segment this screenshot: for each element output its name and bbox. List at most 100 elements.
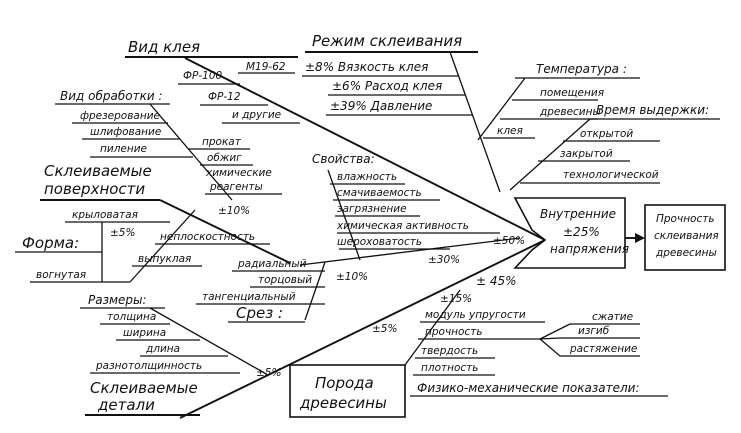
wood-percent: ±5%	[372, 323, 397, 335]
internal-stress-line-1: Внутренние	[540, 207, 616, 221]
temperature-item-2: древесины	[539, 106, 601, 118]
glue-type-item-2: ФР-100	[183, 70, 223, 82]
processing-percent: ±10%	[218, 205, 250, 217]
temperature-stem	[477, 77, 526, 141]
glue-type-item-4: и другие	[232, 109, 281, 121]
gluing-mode-stem	[449, 51, 501, 193]
properties-percent-b: ±30%	[428, 254, 460, 266]
properties-item-5: шероховатость	[337, 236, 422, 248]
processing-group: Вид обработки : фрезерование шлифование …	[55, 89, 282, 217]
shape-item-1: крыловатая	[72, 209, 138, 221]
processing-item-6: химические	[205, 167, 272, 179]
parts-title-2: детали	[97, 396, 155, 414]
surfaces-title-1: Склеиваемые	[44, 162, 152, 180]
holding-time-item-3: технологической	[563, 169, 659, 181]
shape-item-3: вогнутая	[36, 269, 86, 281]
glue-type-item-3: ФР-12	[208, 91, 241, 103]
surfaces-group: Склеиваемые поверхности	[40, 162, 160, 201]
mechanical-item-1: модуль упругости	[425, 309, 526, 321]
cut-item-1: радиальный	[237, 258, 307, 270]
result-line-2: склеивания	[654, 230, 719, 242]
processing-title: Вид обработки :	[60, 89, 163, 103]
lower-spine	[179, 239, 546, 419]
cut-title: Срез :	[236, 304, 283, 322]
dimensions-item-4: разнотолщинность	[95, 360, 202, 372]
wood-group: Порода древесины ±5%	[289, 289, 461, 418]
gluing-mode-item-2: ±6% Расход клея	[332, 79, 442, 93]
result-group: Прочность склеивания древесины	[644, 204, 726, 271]
internal-stress-box	[513, 197, 626, 269]
result-arrow	[625, 233, 645, 243]
cut-item-2: торцовый	[258, 274, 312, 286]
gluing-mode-title: Режим склеивания	[312, 32, 462, 50]
holding-time-item-2: закрытой	[560, 148, 613, 160]
processing-item-5: обжиг	[207, 152, 242, 164]
result-line-1: Прочность	[656, 213, 715, 225]
dimensions-title: Размеры:	[88, 293, 147, 307]
holding-time-title: Время выдержки:	[596, 103, 709, 117]
properties-group: Свойства: влажность смачиваемость загряз…	[312, 152, 525, 266]
wood-stem	[404, 289, 461, 366]
shape-title: Форма:	[22, 234, 79, 252]
processing-stem	[149, 103, 233, 201]
shape-group: крыловатая ±5% Форма: вогнутая неплоскос…	[15, 209, 270, 283]
wood-title-2: древесины	[299, 394, 387, 412]
mechanical-item-4: плотность	[421, 362, 478, 374]
gluing-mode-group: Режим склеивания ±8% Вязкость клея ±6% Р…	[302, 32, 501, 193]
dimensions-group: Размеры: толщина ширина длина разнотолщи…	[80, 293, 281, 379]
cut-item-3: тангенциальный	[202, 291, 296, 303]
properties-item-3: загрязнение	[337, 203, 407, 215]
result-arrow-head	[635, 233, 645, 243]
result-line-3: древесины	[655, 247, 717, 259]
temperature-item-3: клея	[497, 125, 523, 137]
properties-title: Свойства:	[312, 152, 375, 166]
internal-stress-group: Внутренние ±25% напряжения ± 45%	[476, 197, 629, 288]
processing-item-2: шлифование	[90, 126, 161, 138]
mechanical-fan-3	[539, 338, 561, 357]
shape-item-5: выпуклая	[138, 253, 191, 265]
mechanical-group: ±15% модуль упругости прочность твердост…	[410, 293, 668, 397]
processing-item-3: пиление	[100, 143, 147, 155]
cut-group: радиальный торцовый тангенциальный Срез …	[196, 258, 368, 323]
gluing-mode-item-3: ±39% Давление	[330, 99, 432, 113]
mechanical-sub-1: сжатие	[592, 311, 633, 323]
surfaces-line	[159, 199, 291, 264]
properties-item-4: химическая активность	[336, 220, 469, 232]
center-line	[299, 237, 521, 266]
temperature-item-1: помещения	[540, 87, 604, 99]
properties-percent-a: ±50%	[493, 235, 525, 247]
processing-item-7: реагенты	[209, 181, 263, 193]
dimensions-item-2: ширина	[123, 327, 166, 339]
holding-time-item-1: открытой	[580, 128, 633, 140]
dimensions-item-3: длина	[145, 343, 180, 355]
temperature-group: Температура : помещения древесины клея	[477, 62, 640, 141]
mechanical-item-3: твердость	[421, 345, 478, 357]
cut-percent: ±10%	[336, 271, 368, 283]
gluing-mode-item-1: ±8% Вязкость клея	[305, 60, 428, 74]
holding-time-stem	[509, 118, 591, 191]
wood-box	[289, 364, 406, 418]
cut-stem	[304, 261, 326, 321]
mechanical-percent: ±15%	[440, 293, 472, 305]
mechanical-title: Физико-механические показатели:	[417, 381, 640, 395]
processing-item-4: прокат	[202, 136, 242, 148]
parts-title-1: Склеиваемые	[90, 379, 198, 397]
shape-item-4: неплоскостность	[160, 231, 255, 243]
mechanical-fan-1	[539, 323, 571, 340]
dimensions-item-1: толщина	[107, 311, 156, 323]
properties-stem	[327, 169, 361, 261]
mechanical-sub-2: изгиб	[578, 325, 610, 337]
internal-stress-line-2: ±25%	[563, 225, 600, 239]
dimensions-stem	[149, 307, 269, 376]
parts-group: Склеиваемые детали	[85, 379, 200, 416]
mechanical-item-2: прочность	[425, 326, 483, 338]
result-box	[644, 204, 726, 271]
glue-type-item-1: М19-62	[246, 61, 286, 73]
internal-stress-percent: ± 45%	[476, 274, 517, 288]
upper-spine	[184, 57, 546, 241]
main-lines	[159, 57, 546, 419]
dimensions-percent: ±5%	[256, 367, 281, 379]
surfaces-title-2: поверхности	[44, 180, 145, 198]
temperature-title: Температура :	[536, 62, 627, 76]
